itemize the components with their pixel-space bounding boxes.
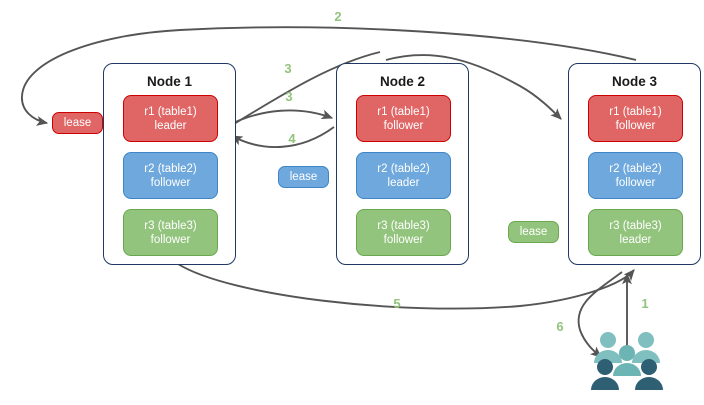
step-label-3-lower: 3 xyxy=(285,89,293,104)
node-1-replica-r2-name: r2 (table2) xyxy=(144,162,197,175)
node-1-replica-r1[interactable]: r1 (table1) leader xyxy=(123,95,218,142)
node-3-replica-r2[interactable]: r2 (table2) follower xyxy=(588,152,683,199)
people-group-icon xyxy=(591,332,663,390)
node-1-replica-r2-role: follower xyxy=(150,176,191,189)
step-label-4: 4 xyxy=(288,131,296,146)
node-2-replica-r3-name: r3 (table3) xyxy=(377,219,430,232)
node-3-replica-r3[interactable]: r3 (table3) leader xyxy=(588,209,683,256)
node-2-replica-r1[interactable]: r1 (table1) follower xyxy=(356,95,451,142)
arrow-step-6 xyxy=(577,271,623,358)
node-3-replica-r1-role: follower xyxy=(615,119,656,132)
arrow-step-3-upper xyxy=(385,54,562,120)
arrow-step-3-long xyxy=(228,51,381,128)
step-label-2: 2 xyxy=(334,9,342,24)
node-1-replica-r2[interactable]: r2 (table2) follower xyxy=(123,152,218,199)
lease-badge-red[interactable]: lease xyxy=(52,112,103,134)
lease-badge-green[interactable]: lease xyxy=(508,221,559,243)
node-2-replica-r2-role: leader xyxy=(387,176,420,189)
node-2-replica-r2[interactable]: r2 (table2) leader xyxy=(356,152,451,199)
node-3-replica-r3-role: leader xyxy=(619,233,652,246)
node-1-replica-r3[interactable]: r3 (table3) follower xyxy=(123,209,218,256)
node-2-replica-r3-role: follower xyxy=(383,233,424,246)
node-1-container: Node 1 r1 (table1) leader r2 (table2) fo… xyxy=(103,63,236,265)
node-3-replica-r3-name: r3 (table3) xyxy=(609,219,662,232)
step-label-1: 1 xyxy=(641,296,649,311)
node-1-title: Node 1 xyxy=(146,74,192,89)
node-3-title: Node 3 xyxy=(611,74,657,89)
arrow-step-4 xyxy=(230,126,335,149)
node-2-replica-r2-name: r2 (table2) xyxy=(377,162,430,175)
node-2-replica-r1-role: follower xyxy=(383,119,424,132)
node-3-replica-r2-name: r2 (table2) xyxy=(609,162,662,175)
node-2-replica-r1-name: r1 (table1) xyxy=(377,105,430,118)
node-1-replica-r1-role: leader xyxy=(154,119,187,132)
node-3-replica-r2-role: follower xyxy=(615,176,656,189)
node-2-replica-r3[interactable]: r3 (table3) follower xyxy=(356,209,451,256)
step-label-6: 6 xyxy=(556,319,564,334)
step-label-5: 5 xyxy=(393,296,401,311)
arrow-step-2 xyxy=(21,26,637,126)
people-middle xyxy=(613,345,641,376)
node-1-replica-r1-name: r1 (table1) xyxy=(144,105,197,118)
node-3-replica-r1-name: r1 (table1) xyxy=(609,105,662,118)
node-1-replica-r3-name: r3 (table3) xyxy=(144,219,197,232)
node-3-container: Node 3 r1 (table1) follower r2 (table2) … xyxy=(568,63,701,265)
node-2-container: Node 2 r1 (table1) follower r2 (table2) … xyxy=(336,63,469,265)
node-2-title: Node 2 xyxy=(379,74,425,89)
arrow-step-5 xyxy=(177,263,635,310)
lease-badge-blue[interactable]: lease xyxy=(278,166,329,188)
people-front-row xyxy=(591,359,663,390)
node-3-replica-r1[interactable]: r1 (table1) follower xyxy=(588,95,683,142)
node-1-replica-r3-role: follower xyxy=(150,233,191,246)
step-label-3-upper: 3 xyxy=(284,61,292,76)
people-back-row xyxy=(594,332,660,363)
